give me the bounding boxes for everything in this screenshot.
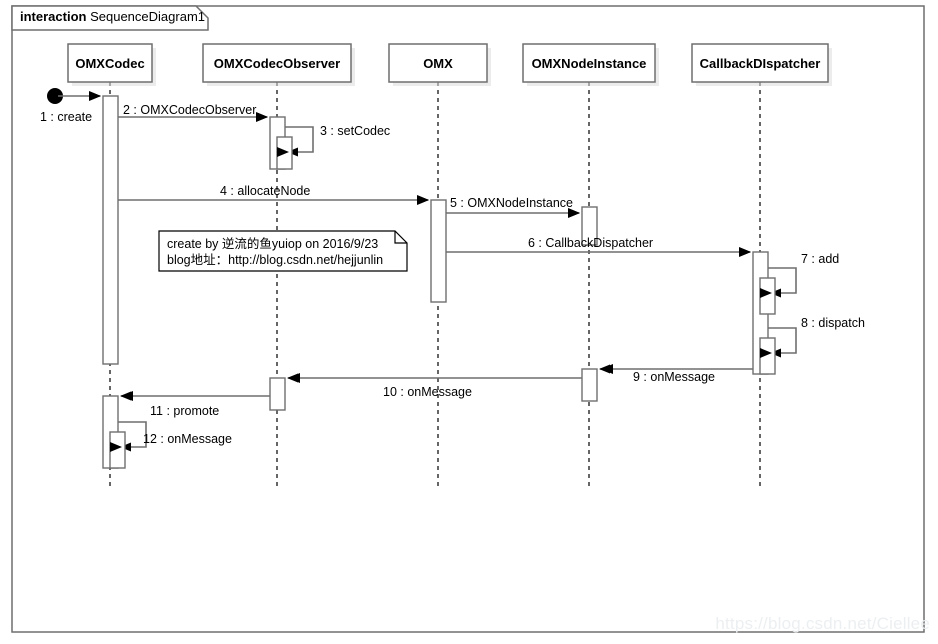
- arrowhead-12: [110, 442, 122, 452]
- arrowheads-overlay: [89, 91, 772, 452]
- lifeline-label-omxnodeinstance: OMXNodeInstance: [531, 56, 647, 71]
- lifeline-label-omxcodecobserver: OMXCodecObserver: [213, 56, 341, 71]
- arrowhead-11: [121, 391, 133, 401]
- activation-observer-b: [269, 377, 286, 411]
- message-label-10: 10 : onMessage: [383, 385, 472, 399]
- arrowhead-7: [760, 288, 772, 298]
- activation-bars: [102, 95, 776, 469]
- note-line-1: create by 逆流的鱼yuiop on 2016/9/23: [167, 237, 379, 251]
- arrowhead-2: [256, 112, 268, 122]
- arrowhead-9: [601, 364, 613, 374]
- lifeline-head-omxcodec[interactable]: [67, 43, 153, 83]
- arrowhead-4: [417, 195, 429, 205]
- watermark: https://blog.csdn.net/Ciellee: [715, 614, 930, 633]
- message-arrow-12-onmessage[interactable]: [118, 421, 147, 452]
- lifeline-label-omxcodec: OMXCodec: [75, 56, 145, 71]
- message-label-11: 11 : promote: [150, 404, 220, 418]
- activation-omx-a: [430, 199, 447, 303]
- message-arrow-7-add[interactable]: [768, 267, 797, 298]
- lifeline-head-omxnodeinstance[interactable]: [522, 43, 656, 83]
- lifeline-head-omx[interactable]: [388, 43, 488, 83]
- message-label-8: 8 : dispatch: [801, 316, 865, 330]
- lifeline-label-callbackdispatcher: CallbackDIspatcher: [699, 56, 821, 71]
- lifeline-head-omxcodecobserver[interactable]: [202, 43, 352, 83]
- message-label-2: 2 : OMXCodecObserver: [123, 103, 257, 117]
- lifeline-heads: [67, 43, 832, 86]
- activation-nodeinstance-a: [581, 206, 598, 246]
- arrowhead-5: [568, 208, 580, 218]
- message-arrow-3-setcodec[interactable]: [285, 126, 314, 157]
- message-arrow-8-dispatch[interactable]: [768, 327, 797, 358]
- activation-omxcodec-main: [102, 95, 119, 365]
- message-label-3: 3 : setCodec: [320, 124, 391, 138]
- activation-nodeinstance-b: [581, 368, 598, 402]
- arrowhead-6: [739, 247, 751, 257]
- arrowhead-10: [288, 373, 300, 383]
- message-label-12: 12 : onMessage: [143, 432, 232, 446]
- lifeline-label-omx: OMX: [423, 56, 453, 71]
- message-label-9: 9 : onMessage: [633, 370, 715, 384]
- message-label-6: 6 : CallbackDispatcher: [528, 236, 654, 250]
- start-node-icon: [47, 88, 63, 104]
- message-label-5: 5 : OMXNodeInstance: [450, 196, 573, 210]
- message-label-4: 4 : allocateNode: [220, 184, 311, 198]
- lifeline-head-callbackdispatcher[interactable]: [691, 43, 829, 83]
- arrowhead-8: [760, 348, 772, 358]
- arrowhead-1: [89, 91, 101, 101]
- message-label-7: 7 : add: [801, 252, 840, 266]
- diagram-frame: [11, 5, 925, 633]
- note-line-2: blog地址：http://blog.csdn.net/hejjunlin: [167, 253, 384, 267]
- message-label-1: 1 : create: [40, 110, 93, 124]
- messages-group: [47, 88, 797, 452]
- note-box: [158, 230, 408, 272]
- arrowhead-3: [277, 147, 289, 157]
